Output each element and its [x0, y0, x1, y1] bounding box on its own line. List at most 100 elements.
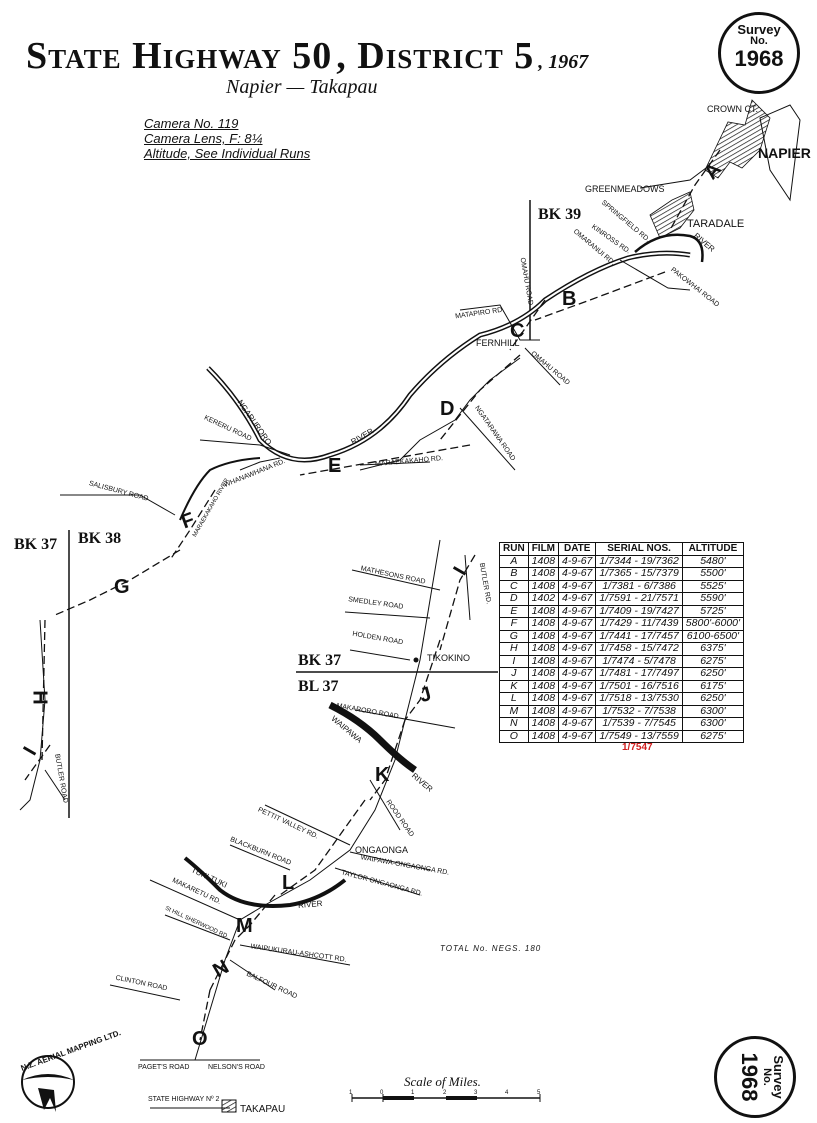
cell-film: 1408 [527, 554, 560, 568]
cell-altitude: 5725' [681, 604, 745, 618]
seal-survey: Survey [737, 22, 781, 37]
run-f-line [169, 489, 216, 561]
road-network [19, 164, 711, 1109]
th-altitude: ALTITUDE [681, 542, 745, 556]
cell-date: 4-9-67 [558, 692, 597, 706]
cell-film: 1402 [527, 592, 560, 606]
cell-run: K [499, 679, 529, 693]
place-napier: NAPIER [758, 145, 811, 161]
place-tikokino: TIKOKINO [427, 653, 471, 663]
napier-urban [704, 99, 771, 179]
cell-run: M [499, 704, 529, 718]
run-m-line [234, 894, 276, 941]
cell-altitude: 6275' [681, 729, 745, 743]
scale-tick-label: 4 [505, 1090, 509, 1096]
cell-film: 1408 [527, 667, 560, 681]
sheet-label-bk38: BK 38 [78, 530, 122, 547]
cell-altitude: 6300' [681, 704, 745, 718]
cell-date: 4-9-67 [558, 717, 597, 731]
scale-tick-label: 2 [443, 1090, 447, 1096]
th-film: FILM [527, 542, 560, 556]
taradale-urban [649, 191, 695, 239]
tutaekuri-river [634, 233, 704, 263]
cell-altitude: 6275' [681, 654, 745, 668]
cell-altitude: 6175' [681, 679, 745, 693]
run-k-line [369, 719, 406, 801]
scale-tick-label: 0 [380, 1090, 384, 1096]
cell-run: H [499, 642, 529, 656]
map-title: State Highway 50 , District 5 , 1967 [26, 34, 588, 78]
cell-serial: 1/7458 - 15/7472 [595, 642, 683, 656]
title-district: , District 5 [336, 35, 535, 77]
cell-altitude: 6250' [681, 692, 745, 706]
th-date: DATE [558, 542, 597, 556]
cell-serial: 1/7501 - 16/7516 [595, 679, 683, 693]
run-label-g: G [114, 576, 130, 598]
run-label-d: D [440, 398, 455, 420]
nz-aerial-mapping-logo [21, 1055, 75, 1112]
cell-run: O [499, 729, 529, 743]
cell-serial: 1/7539 - 7/7545 [595, 717, 683, 731]
run-j-line [404, 639, 441, 721]
run-c-line [509, 299, 546, 351]
sheet-label-bl37: BL 37 [298, 678, 339, 695]
place-fernhill: FERNHILL [476, 338, 520, 348]
cell-altitude: 5500' [681, 567, 745, 581]
sheet-label-bk37-mid: BK 37 [298, 652, 342, 669]
run-label-b: B [562, 288, 577, 310]
tukituki-river [183, 856, 347, 908]
cell-altitude: 5800'-6000' [681, 617, 745, 631]
table-header-row: RUN FILM DATE SERIAL NOS. ALTITUDE [499, 542, 745, 556]
cell-serial: 1/7474 - 5/7478 [595, 654, 683, 668]
cell-altitude: 5480' [681, 554, 745, 568]
cell-serial: 1/7365 - 15/7379 [595, 567, 683, 581]
run-g-line [54, 549, 181, 616]
cell-run: L [499, 692, 529, 706]
cell-serial: 1/7532 - 7/7538 [595, 704, 683, 718]
run-e-line [299, 444, 471, 476]
map-subtitle: Napier — Takapau [226, 76, 378, 98]
cell-film: 1408 [527, 729, 560, 743]
road-nelsons: NELSON'S ROAD [208, 1064, 265, 1071]
cell-altitude: 5525' [681, 579, 745, 593]
run-label-c: C [510, 320, 525, 342]
cell-run: E [499, 604, 529, 618]
th-serial: SERIAL NOS. [595, 542, 683, 556]
run-label-m: M [236, 915, 253, 937]
camera-number: Camera No. 119 [144, 116, 239, 131]
scale-tick-label: 5 [537, 1090, 541, 1096]
cell-date: 4-9-67 [558, 729, 597, 743]
run-a-line [669, 149, 721, 231]
cell-film: 1408 [527, 642, 560, 656]
cell-date: 4-9-67 [558, 567, 597, 581]
cell-date: 4-9-67 [558, 604, 597, 618]
cell-run: J [499, 667, 529, 681]
flight-runs [24, 149, 721, 1041]
scale-title: Scale of Miles. [404, 1074, 481, 1089]
cell-date: 4-9-67 [558, 617, 597, 631]
run-i-left-line [24, 744, 51, 781]
cell-date: 4-9-67 [558, 579, 597, 593]
cell-serial: 1/7409 - 19/7427 [595, 604, 683, 618]
cell-serial: 1/7381 - 6/7386 [595, 579, 683, 593]
place-crown-ct: CROWN CT. [707, 104, 758, 114]
takapau-urban [221, 1099, 237, 1113]
th-run: RUN [499, 542, 529, 556]
scale-tick-label: 1 [411, 1090, 415, 1096]
sheet-label-bk37: BK 37 [14, 536, 58, 553]
run-label-l: L [282, 872, 295, 894]
run-label-h: H [28, 690, 51, 705]
